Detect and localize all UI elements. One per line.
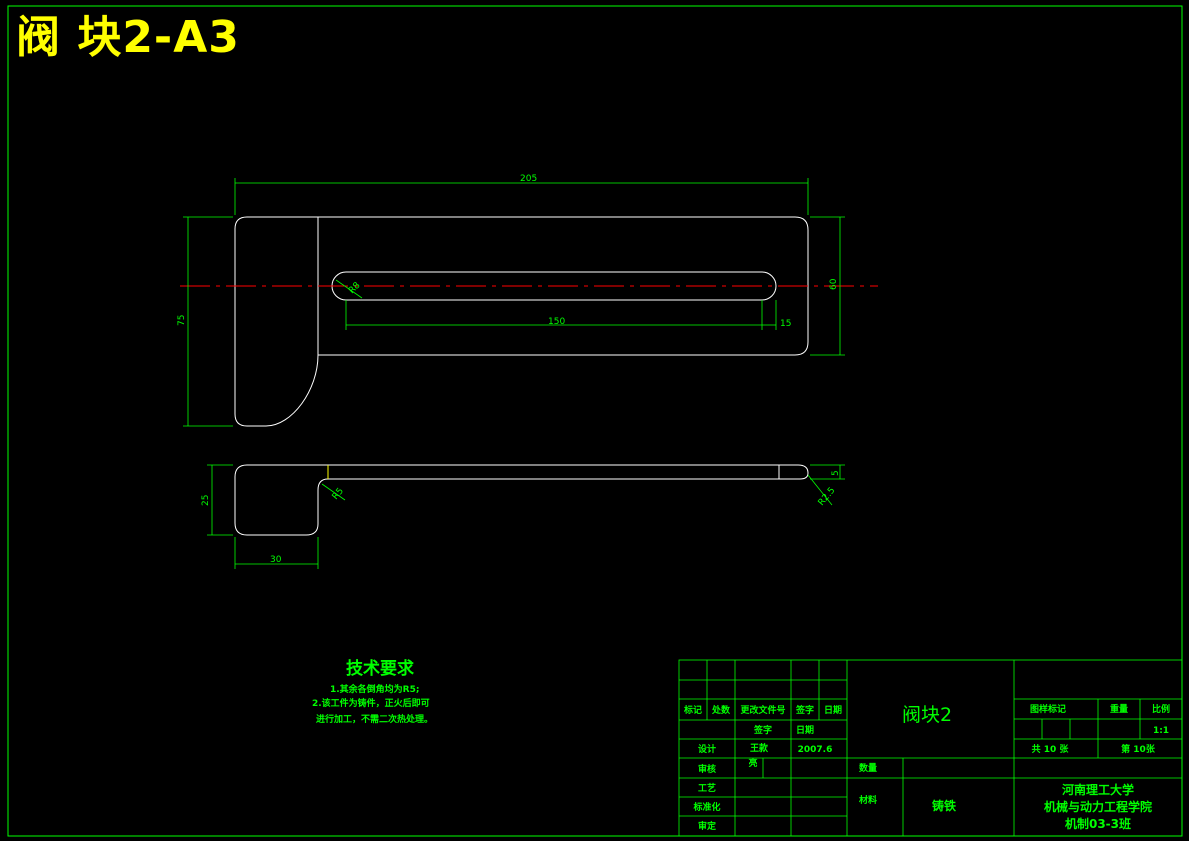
dim-side-height: 25	[201, 495, 211, 506]
tb-material-label: 材料	[858, 794, 877, 806]
title-block	[678, 659, 1183, 837]
tb-school-line-2: 机械与动力工程学院	[1044, 799, 1152, 814]
tb-row-date: 日期	[796, 724, 814, 736]
tb-drawing-mark: 图样标记	[1030, 703, 1066, 715]
side-view-outline	[234, 464, 809, 536]
dim-slot-length: 150	[548, 317, 565, 327]
tech-requirements: 技术要求 1.其余各倒角均为R5; 2.该工件为铸件，正火后即可 进行加工，不需…	[312, 658, 433, 725]
tb-designer-line-1: 王款	[750, 742, 769, 754]
drawing-frame	[7, 5, 1183, 837]
top-view	[234, 216, 809, 427]
tb-school-line-3: 机制03-3班	[1065, 816, 1131, 831]
top-view-dimensions	[183, 178, 845, 427]
tb-col-change-doc: 更改文件号	[740, 704, 785, 716]
tb-total-sheets: 共 10 张	[1032, 743, 1070, 755]
tb-row-sign: 签字	[753, 724, 772, 736]
tb-school-line-1: 河南理工大学	[1061, 782, 1134, 797]
dim-slot-end: 15	[780, 319, 791, 329]
tech-heading: 技术要求	[346, 658, 414, 679]
tech-line-3: 进行加工，不需二次热处理。	[316, 713, 433, 725]
tb-review-label: 审核	[698, 763, 716, 775]
tb-weight-label: 重量	[1110, 703, 1128, 715]
tb-design-label: 设计	[698, 743, 716, 755]
tb-sheet-no: 第 10张	[1121, 743, 1156, 755]
dim-total-height: 75	[177, 315, 187, 326]
tb-col-date: 日期	[824, 704, 842, 716]
tb-material-value: 铸铁	[932, 798, 956, 813]
tb-designer-line-2: 亮	[748, 757, 757, 769]
tb-col-count: 处数	[711, 704, 731, 716]
tb-standardization-label: 标准化	[692, 801, 720, 813]
tech-line-1: 1.其余各倒角均为R5;	[330, 683, 419, 695]
side-view-dimensions	[207, 464, 845, 569]
tb-approve-label: 审定	[698, 820, 717, 832]
tb-quantity-label: 数量	[859, 762, 877, 774]
tb-scale-value: 1:1	[1153, 726, 1169, 736]
tech-line-2: 2.该工件为铸件，正火后即可	[312, 697, 430, 709]
dim-fillet-b: R2.5	[817, 486, 838, 508]
tb-design-date: 2007.6	[798, 745, 833, 755]
tb-scale-label: 比例	[1152, 703, 1170, 715]
dim-upper-height: 60	[829, 278, 839, 290]
dim-overall-length: 205	[520, 174, 537, 184]
tb-process-label: 工艺	[698, 782, 716, 794]
tb-col-mark: 标记	[683, 704, 702, 716]
tb-part-name: 阀块2	[902, 704, 952, 726]
top-view-outline	[234, 216, 809, 427]
tb-col-sign: 签字	[795, 704, 814, 716]
dim-fillet-a: R5	[331, 486, 346, 502]
dim-thickness: 5	[831, 470, 841, 476]
dim-slot-radius: R8	[347, 280, 363, 296]
title-block-text: 标记 处数 更改文件号 签字 日期 签字 日期 设计 王款 亮 2007.6 审…	[683, 703, 1170, 832]
sheet-title: 阀 块2-A3	[16, 12, 240, 63]
side-view	[234, 464, 809, 536]
dim-side-width: 30	[270, 555, 282, 565]
